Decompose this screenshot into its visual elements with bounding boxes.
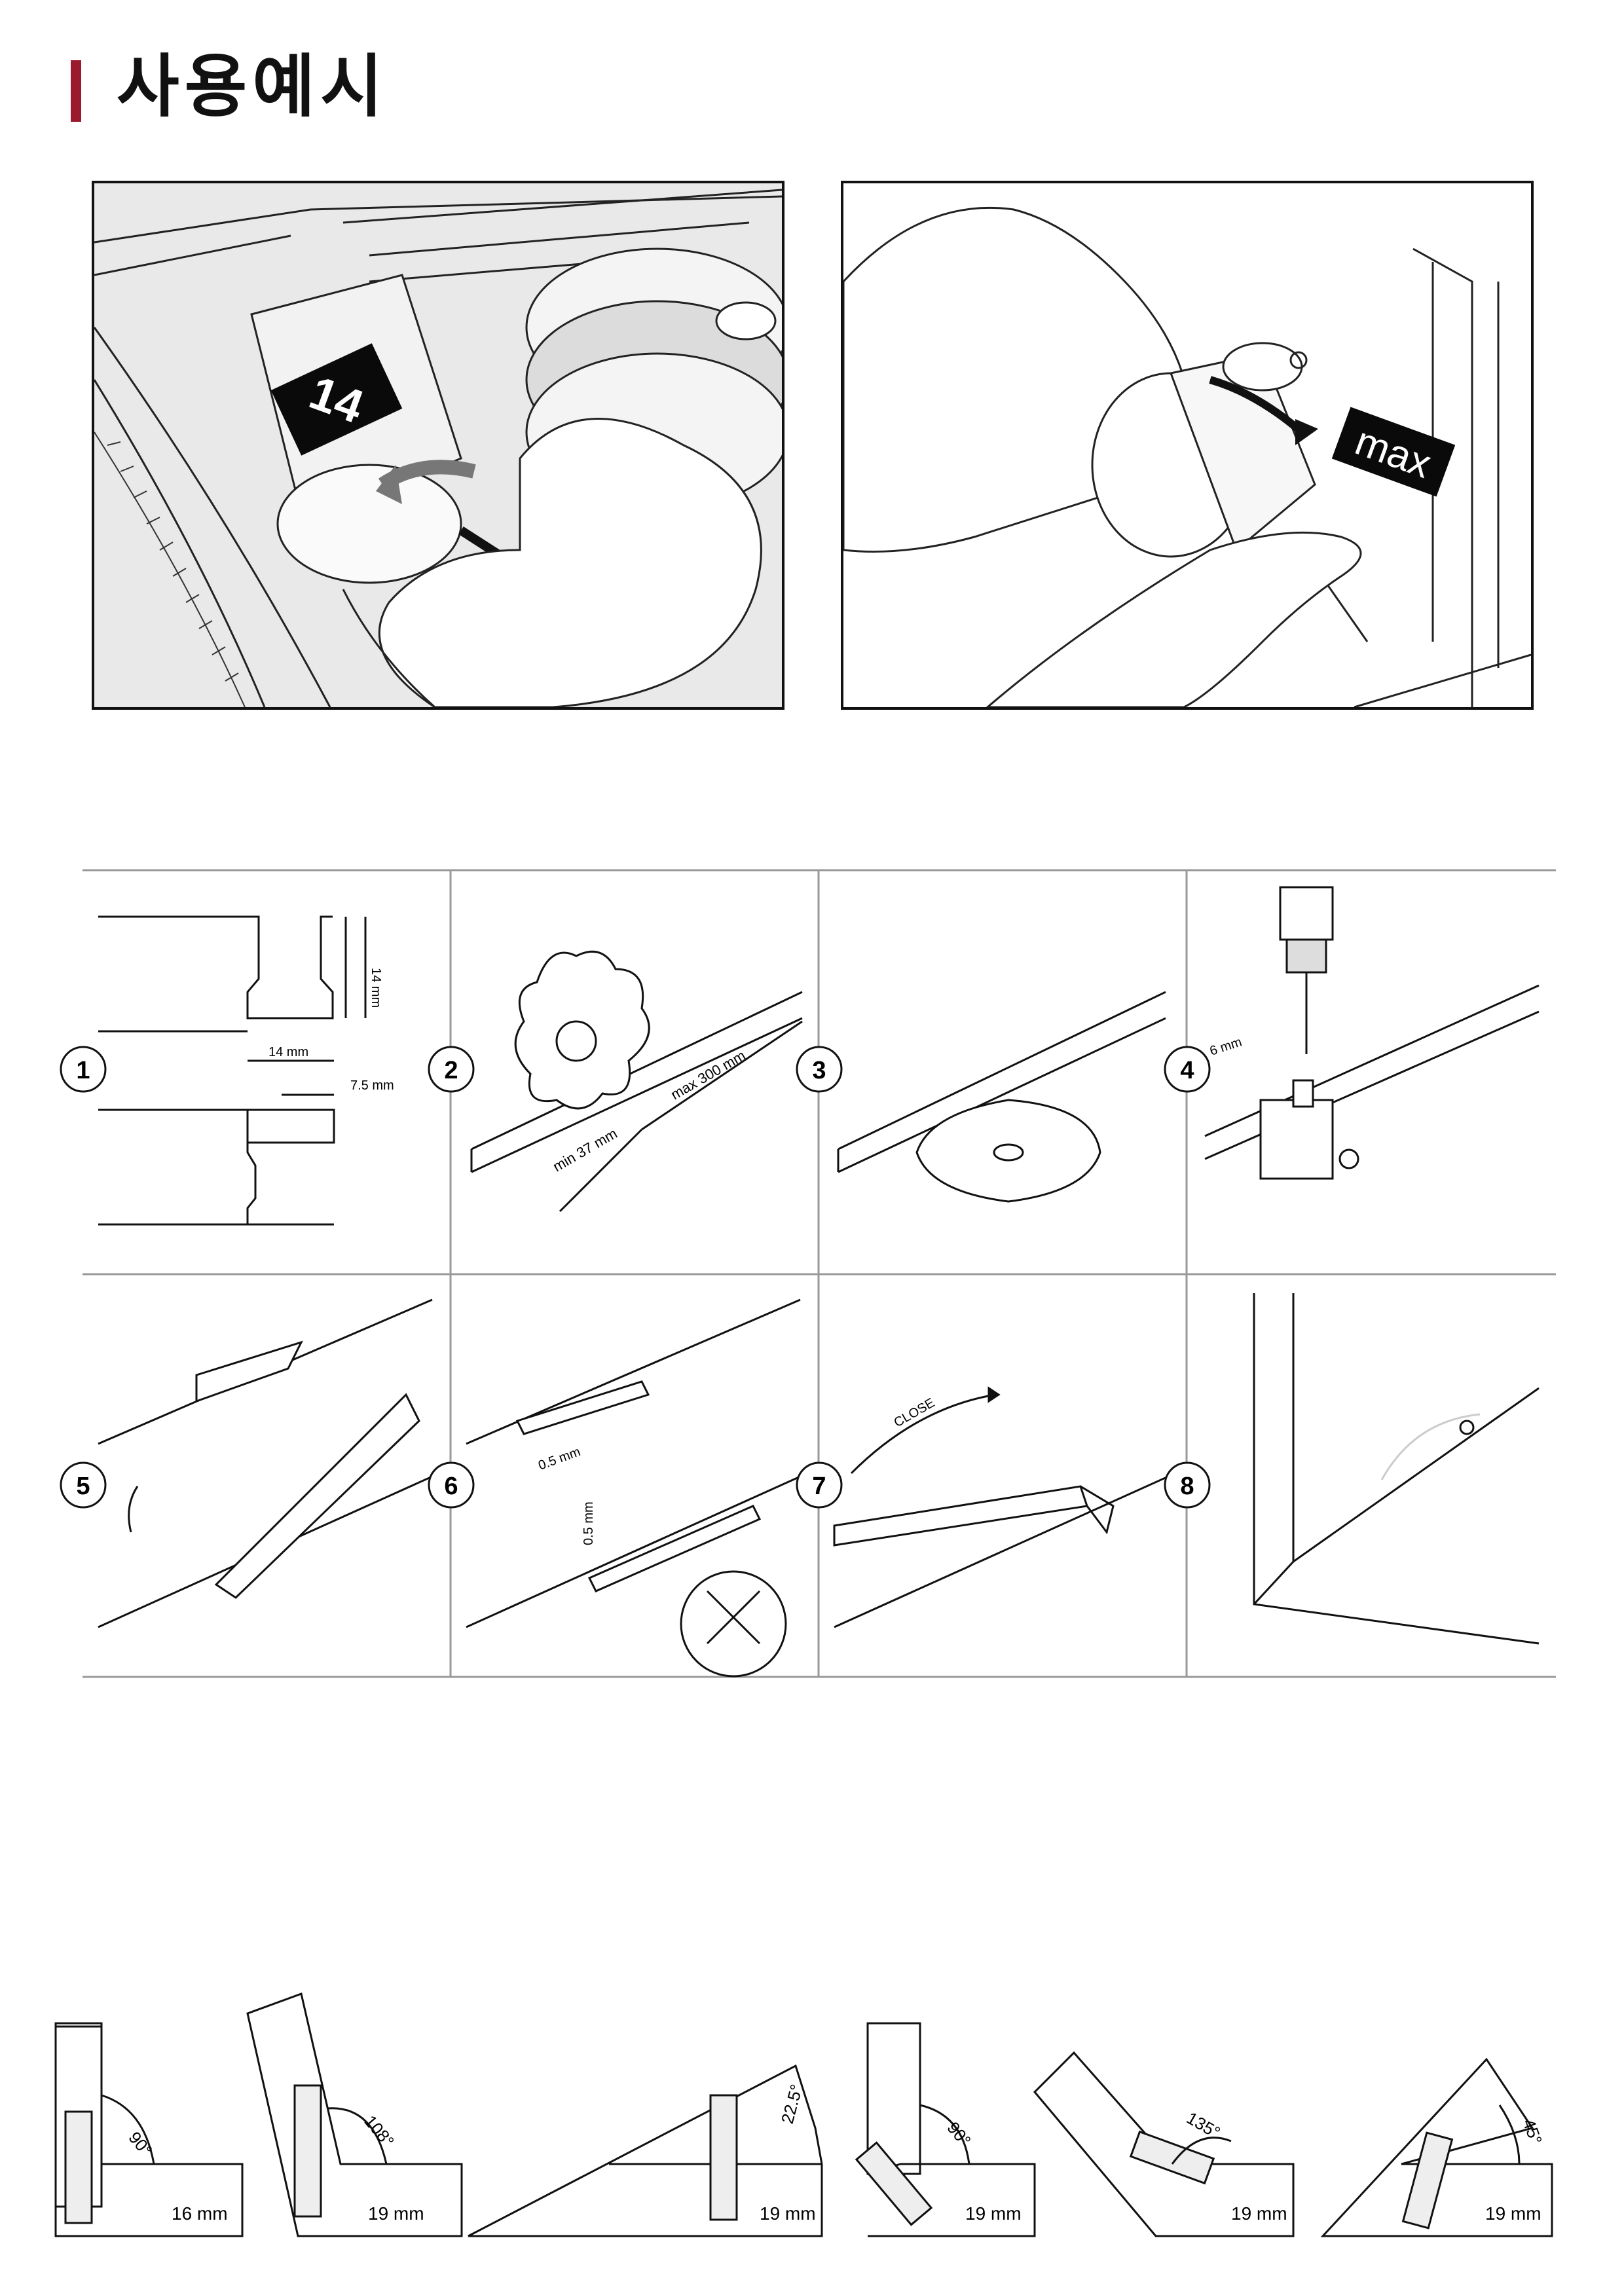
thickness-label: 19 mm <box>760 2203 816 2224</box>
page-title: 사용예시 <box>117 46 388 126</box>
step-4-diagram <box>1204 886 1540 1180</box>
step-number: 5 <box>76 1473 90 1500</box>
step-6-label: 0.5 mm <box>581 1501 596 1545</box>
angle-label: 90° <box>943 2118 974 2150</box>
thickness-label: 19 mm <box>965 2203 1022 2224</box>
step-number: 2 <box>444 1057 458 1084</box>
photo-dial-adjust: 14 <box>92 181 784 710</box>
thickness-label: 19 mm <box>1485 2203 1541 2224</box>
thickness-label: 19 mm <box>1231 2203 1287 2224</box>
step-number: 6 <box>444 1473 458 1500</box>
thickness-label: 19 mm <box>368 2203 424 2224</box>
thickness-label: 16 mm <box>172 2203 228 2224</box>
step-number: 4 <box>1180 1057 1194 1084</box>
angle-label: 108° <box>360 2112 398 2151</box>
step-6-diagram <box>466 1298 801 1678</box>
step-number: 7 <box>812 1473 826 1500</box>
step-7-diagram <box>833 1386 1169 1628</box>
step-8-diagram <box>1253 1293 1540 1645</box>
step-5-diagram <box>98 1298 433 1628</box>
step-1-label: 7.5 mm <box>350 1078 394 1093</box>
step-number: 1 <box>76 1057 90 1084</box>
step-2-diagram <box>470 950 803 1213</box>
step-3-diagram <box>837 991 1166 1203</box>
angle-label: 45° <box>1519 2116 1546 2147</box>
photo-max-setting: max <box>841 181 1534 710</box>
title-accent-bar <box>71 60 81 122</box>
step-1-diagram <box>98 915 367 1226</box>
step-number: 8 <box>1180 1473 1194 1500</box>
step-1-label: 14 mm <box>369 968 383 1008</box>
step-number: 3 <box>812 1057 826 1084</box>
step-1-label: 14 mm <box>268 1045 308 1059</box>
